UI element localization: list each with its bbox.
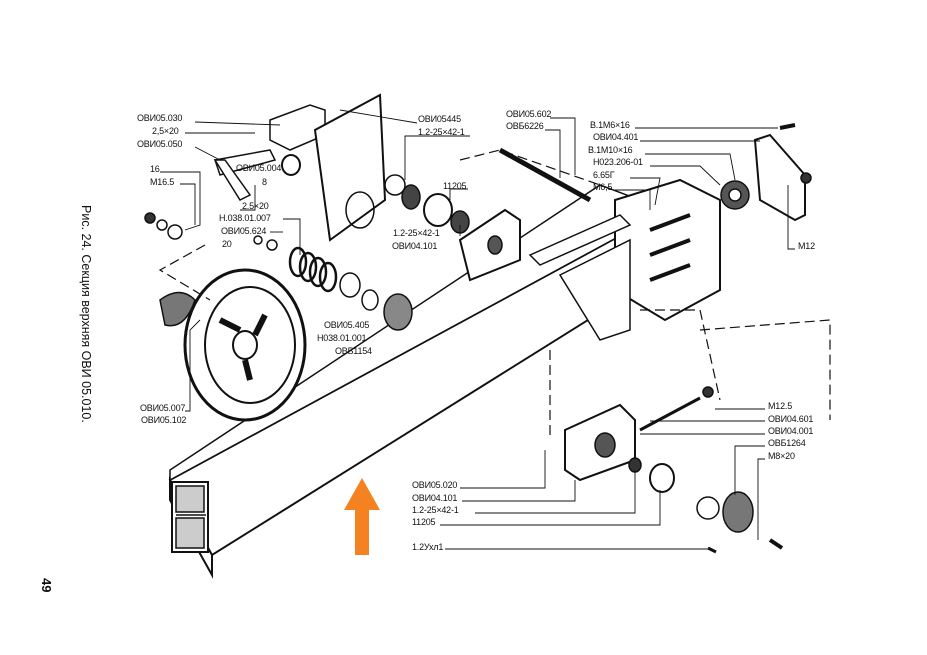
highlight-arrow [344,478,380,555]
part-label: 1.2-25×42-1 [393,228,440,238]
part-label: ОВИ05.624 [221,226,267,236]
part-label: ОВБ1264 [768,438,806,448]
part-label: ОВИ04.001 [768,426,814,436]
part-label: ОВИ05.602 [506,109,552,119]
part-label: ОВИ04.101 [392,241,438,251]
part-label: ОВИ05.020 [412,480,458,490]
drive-housing [528,178,721,341]
part-label: M12.5 [768,401,793,411]
part-label: ОВИ05.050 [137,139,183,149]
part-label: ОВИ05.007 [140,403,186,413]
part-label: Н038.01.001 [317,333,367,343]
part-label: 1.2-25×42-1 [412,505,459,515]
part-label: ОВБ6226 [506,121,544,131]
part-label: ОВИ05.405 [324,320,370,330]
part-label: ОВИ04.601 [768,414,814,424]
part-label: 16 [150,164,160,174]
part-label: 6.65Г [593,170,615,180]
part-label: 8 [262,177,267,187]
leader-lines [160,109,795,550]
main-beam [168,184,703,579]
page-number: 49 [39,578,54,593]
part-label: 2,5×20 [152,126,179,136]
part-label: ОВБ1154 [335,346,372,356]
part-label: 2.5×20 [242,201,269,211]
assembly-lines [158,149,831,440]
part-label: 1.2Ухл1 [412,542,444,552]
part-label: ОВИ05.030 [137,113,183,123]
part-label: 11205 [412,517,436,527]
part-label: M8×20 [768,451,795,461]
part-label: 11205 [443,181,467,191]
left-parts [144,93,413,331]
part-label: M16.5 [150,177,175,187]
part-label: ОВИ05.102 [141,415,187,425]
part-label: Н.038.01.007 [219,213,271,223]
figure-caption: Рис. 24. Секция верхняя ОВИ 05.010. [79,205,93,423]
part-label: ОВИ04.401 [593,132,639,142]
part-label: 20 [222,239,232,249]
part-label: В.1М10×16 [588,145,633,155]
right-parts [564,123,812,554]
part-label: М6,5 [593,182,613,192]
part-label: ОВИ05445 [418,114,461,124]
part-label: ОВИ04.101 [412,493,458,503]
part-label: 1.2-25×42-1 [418,127,465,137]
part-label: Н023.206-01 [593,157,643,167]
pulley [183,268,307,422]
part-label: В.1М6×16 [590,120,630,130]
part-label: ОВИ05.004 [236,163,282,173]
bearings-top [384,147,592,282]
part-label: М12 [798,241,815,251]
